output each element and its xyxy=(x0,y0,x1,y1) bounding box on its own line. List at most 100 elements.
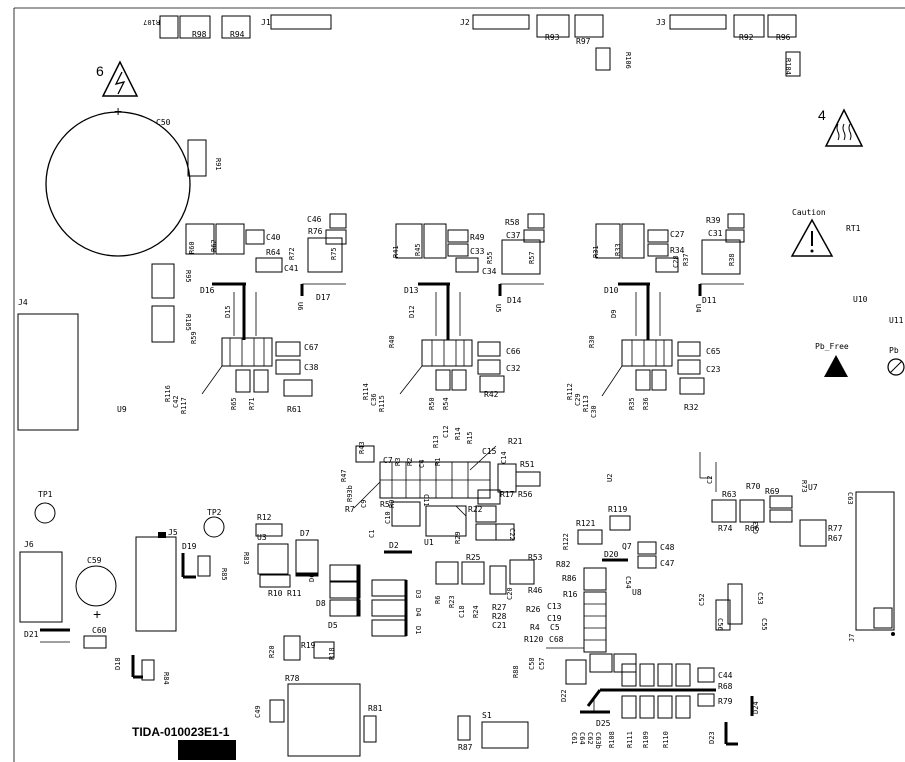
svg-text:D9: D9 xyxy=(610,310,618,318)
svg-text:C29: C29 xyxy=(574,393,582,406)
ref-R93: R93 xyxy=(545,33,560,42)
svg-text:R88: R88 xyxy=(512,665,520,678)
svg-text:R51: R51 xyxy=(520,460,535,469)
svg-text:C63b: C63b xyxy=(594,732,602,749)
svg-text:Q7: Q7 xyxy=(622,542,632,551)
svg-text:R21: R21 xyxy=(508,437,523,446)
svg-text:U8: U8 xyxy=(632,588,642,597)
svg-text:C68: C68 xyxy=(549,635,564,644)
svg-text:R40: R40 xyxy=(388,335,396,348)
ref-R106: R106 xyxy=(624,52,632,69)
svg-text:R6: R6 xyxy=(434,596,442,604)
ref-R105: R105 xyxy=(184,314,192,331)
svg-text:R14: R14 xyxy=(454,427,462,440)
svg-text:R87: R87 xyxy=(458,743,473,752)
svg-text:C5: C5 xyxy=(550,623,560,632)
svg-text:R50: R50 xyxy=(428,397,436,410)
ref-R94: R94 xyxy=(230,30,245,39)
svg-text:C28: C28 xyxy=(672,255,680,268)
svg-text:R57: R57 xyxy=(528,251,536,264)
svg-text:R26: R26 xyxy=(526,605,541,614)
svg-text:R59: R59 xyxy=(190,331,198,344)
svg-text:C12: C12 xyxy=(442,425,450,438)
ref-J2: J2 xyxy=(460,18,470,27)
svg-text:C43: C43 xyxy=(752,521,760,534)
svg-text:R75: R75 xyxy=(330,247,338,260)
svg-text:C21: C21 xyxy=(492,621,507,630)
svg-text:C47: C47 xyxy=(660,559,675,568)
svg-text:R4: R4 xyxy=(530,623,540,632)
svg-text:R24: R24 xyxy=(472,605,480,618)
svg-text:C52: C52 xyxy=(698,593,706,606)
svg-text:C48: C48 xyxy=(660,543,675,552)
ref-D6: D6 xyxy=(308,574,316,582)
svg-text:C22: C22 xyxy=(508,528,516,541)
svg-text:C7: C7 xyxy=(383,456,393,465)
svg-text:D17: D17 xyxy=(316,293,331,302)
svg-text:U5: U5 xyxy=(494,304,502,312)
svg-text:R13: R13 xyxy=(432,435,440,448)
svg-text:C32: C32 xyxy=(506,364,521,373)
svg-text:C55: C55 xyxy=(760,618,768,631)
svg-text:R31: R31 xyxy=(592,245,600,258)
svg-text:R73: R73 xyxy=(800,480,808,493)
ref-C59: C59 xyxy=(87,556,102,565)
channel-3-section: R31 R33 C27 R34 C28 D10 D9 R30 R39 C31 R… xyxy=(566,213,745,418)
pb-free-marking-icon: Pb_Free Pb xyxy=(815,342,905,377)
svg-text:C37: C37 xyxy=(506,231,521,240)
ref-RT1: RT1 xyxy=(846,224,861,233)
svg-text:R28: R28 xyxy=(492,612,507,621)
svg-text:R39: R39 xyxy=(706,216,721,225)
svg-text:R108: R108 xyxy=(608,731,616,748)
svg-text:U7: U7 xyxy=(808,483,818,492)
svg-text:C63: C63 xyxy=(846,492,854,505)
ref-R97: R97 xyxy=(576,37,591,46)
svg-text:U1: U1 xyxy=(424,538,434,547)
svg-text:4: 4 xyxy=(818,107,826,123)
svg-text:R82: R82 xyxy=(556,560,571,569)
svg-text:R111: R111 xyxy=(626,731,634,748)
svg-text:R47: R47 xyxy=(340,469,348,482)
svg-text:C19: C19 xyxy=(547,614,562,623)
svg-text:R22: R22 xyxy=(468,505,483,514)
ref-D5: D5 xyxy=(328,621,338,630)
ref-R12: R12 xyxy=(257,513,272,522)
svg-text:R115: R115 xyxy=(378,395,386,412)
svg-text:C40: C40 xyxy=(266,233,281,242)
ref-R107: R107 xyxy=(143,18,160,26)
svg-text:R110: R110 xyxy=(662,731,670,748)
svg-text:S1: S1 xyxy=(482,711,492,720)
ref-D7: D7 xyxy=(300,529,310,538)
ref-R19: R19 xyxy=(301,641,316,650)
svg-text:C33: C33 xyxy=(470,247,485,256)
ref-D19: D19 xyxy=(182,542,197,551)
svg-text:R63: R63 xyxy=(722,490,737,499)
svg-text:R69: R69 xyxy=(765,487,780,496)
svg-text:TIDA-010023E1-1: TIDA-010023E1-1 xyxy=(132,725,230,739)
ref-J3: J3 xyxy=(656,18,666,27)
svg-text:R56: R56 xyxy=(518,490,533,499)
svg-text:R36: R36 xyxy=(642,397,650,410)
svg-text:C44: C44 xyxy=(718,671,733,680)
svg-text:U2: U2 xyxy=(606,474,614,482)
svg-text:R27: R27 xyxy=(492,603,507,612)
caution-warning-icon: Caution RT1 xyxy=(790,208,861,257)
svg-text:C41: C41 xyxy=(284,264,299,273)
svg-text:R112: R112 xyxy=(566,383,574,400)
channel-2-section: R41 R45 R49 C33 C34 D13 D12 R40 R58 C37 … xyxy=(362,213,545,412)
svg-text:+: + xyxy=(93,606,101,622)
svg-text:C18: C18 xyxy=(458,605,466,618)
svg-text:C34: C34 xyxy=(482,267,497,276)
svg-text:R81: R81 xyxy=(368,704,383,713)
ref-D3: D3 xyxy=(414,590,422,598)
ref-J1: J1 xyxy=(261,18,271,27)
svg-text:D11: D11 xyxy=(702,296,717,305)
svg-text:R46: R46 xyxy=(528,586,543,595)
svg-text:C46: C46 xyxy=(307,215,322,224)
svg-text:C13: C13 xyxy=(547,602,562,611)
ref-U9: U9 xyxy=(117,405,127,414)
svg-text:R119: R119 xyxy=(608,505,627,514)
svg-text:C67: C67 xyxy=(304,343,319,352)
ref-J6: J6 xyxy=(24,540,34,549)
